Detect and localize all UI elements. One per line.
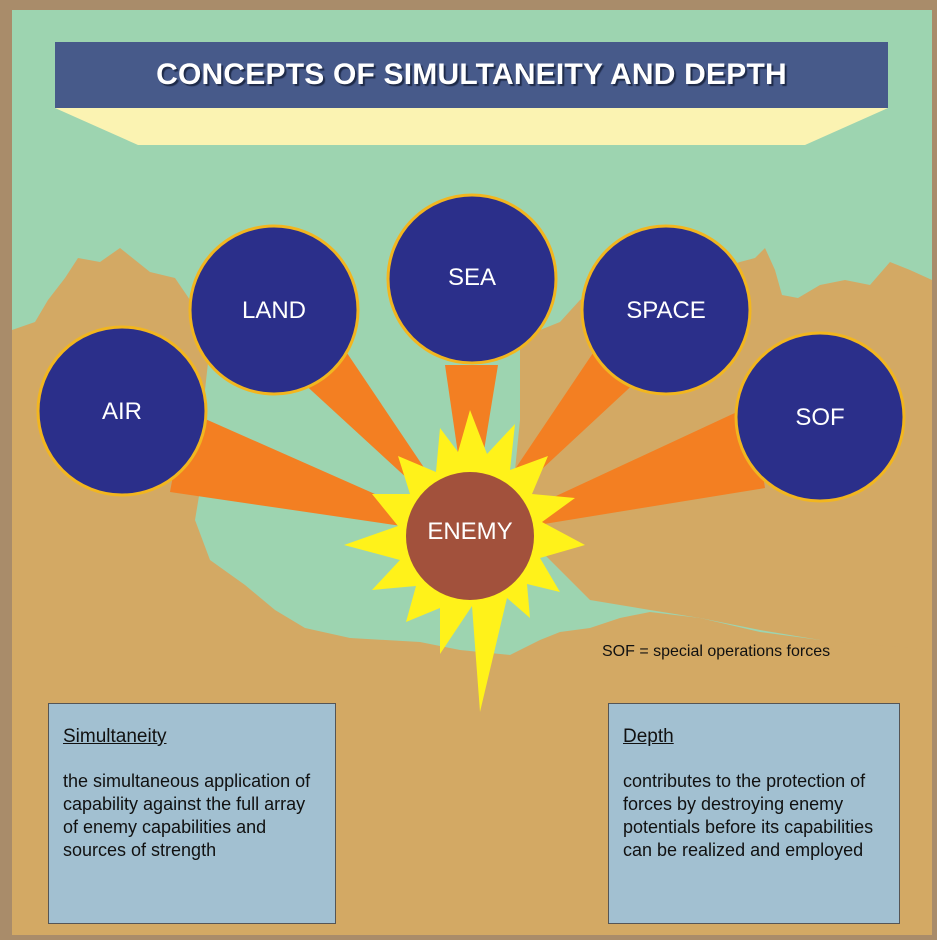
label-space: SPACE: [626, 297, 706, 324]
circle-space: [580, 224, 752, 396]
label-land: LAND: [241, 297, 307, 324]
title-banner: [55, 108, 888, 145]
footnote: SOF = special operations forces: [602, 643, 831, 660]
label-enemy: ENEMY: [427, 518, 513, 545]
label-air: AIR: [101, 398, 142, 425]
circle-land: [188, 224, 360, 396]
label-sea: SEA: [447, 264, 497, 291]
enemy-circle: [406, 472, 534, 600]
label-sof: SOF: [795, 404, 845, 431]
depth-box: Depth contributes to the protection of f…: [608, 703, 900, 924]
circle-air: [36, 325, 208, 497]
title-bar: CONCEPTS OF SIMULTANEITY AND DEPTH: [55, 42, 888, 108]
simultaneity-heading: Simultaneity: [63, 726, 167, 747]
domain-circles: [36, 193, 906, 503]
depth-heading: Depth: [623, 726, 674, 747]
simultaneity-box: Simultaneity the simultaneous applicatio…: [48, 703, 336, 924]
circle-sea: [386, 193, 558, 365]
page-title: CONCEPTS OF SIMULTANEITY AND DEPTH: [156, 58, 787, 91]
depth-text: contributes to the protection of forces …: [623, 771, 874, 860]
circle-sof: [734, 331, 906, 503]
simultaneity-text: the simultaneous application of capabili…: [63, 771, 311, 860]
